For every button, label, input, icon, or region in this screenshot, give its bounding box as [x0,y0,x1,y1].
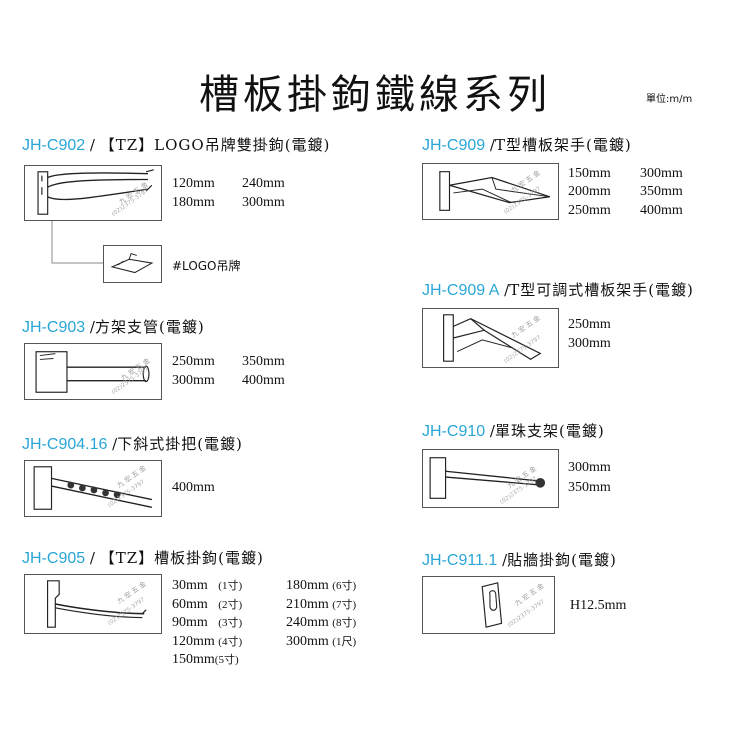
size-value: 210mm (7寸) [286,597,357,612]
product-code: JH-C904.16 [22,436,108,453]
product-name: 貼牆掛鉤(電鍍) [507,551,617,569]
separator: / [485,422,495,440]
product-image-c905: 九 宏 五 金 (02)2375-3797 [24,574,162,634]
size-value: 200mm [568,184,611,199]
single-ball-bracket-drawing: 九 宏 五 金 (02)2375-3797 [429,457,546,506]
product-name: T型槽板架手(電鍍) [494,136,632,154]
size-value: 240mm (8寸) [286,615,357,630]
single-hook-drawing: 九 宏 五 金 (02)2375-3797 [46,579,148,628]
product-code: JH-C905 [22,550,86,567]
product-name: 【TZ】槽板掛鉤(電鍍) [99,549,264,567]
product-code: JH-C909 [422,137,486,154]
watermark-phone: (02)2375-3797 [503,186,542,216]
size-value: 300mm (1尺) [286,634,357,649]
logo-tag-drawing [110,252,154,274]
size-value: 150mm [568,166,611,181]
product-title-c909a: JH-C909 A /T型可調式槽板架手(電鍍) [422,279,694,300]
size-value: 120mm [172,176,215,191]
product-name: 【TZ】LOGO吊牌雙掛鉤(電鍍) [99,136,331,154]
product-title-c909: JH-C909 /T型槽板架手(電鍍) [422,134,632,155]
product-name: T型可調式槽板架手(電鍍) [509,281,694,299]
size-value: 350mm [568,480,611,495]
size-value: 300mm [242,195,285,210]
double-hook-drawing: 九 宏 五 金 (02)2375-3797 [37,169,154,218]
watermark-phone: (02)2375-3797 [507,599,546,629]
logo-tag-image [103,245,162,283]
wall-hook-drawing: 九 宏 五 金 (02)2375-3797 [481,581,546,629]
product-code: JH-C910 [422,423,486,440]
product-name: 方架支管(電鍍) [94,318,205,336]
size-value: 120mm (4寸) [172,634,243,649]
product-title-c903: JH-C903 /方架支管(電鍍) [22,316,205,337]
separator: / [85,549,100,567]
size-value: 300mm [568,460,611,475]
separator: / [107,435,118,453]
page-title: 槽板掛鉤鐵線系列 [199,72,551,118]
product-title-c904: JH-C904.16 /下斜式掛把(電鍍) [22,433,243,454]
product-name: 單珠支架(電鍍) [494,422,605,440]
product-title-c905: JH-C905 / 【TZ】槽板掛鉤(電鍍) [22,547,264,568]
product-image-c903: 九 宏 五 金 (02)2375-3797 [24,343,162,400]
product-title-c910: JH-C910 /單珠支架(電鍍) [422,420,605,441]
product-code: JH-C902 [22,137,86,154]
separator: / [85,136,100,154]
size-value: 300mm [172,373,215,388]
size-value: 300mm [568,336,611,351]
product-code: JH-C909 A [422,282,500,299]
logo-tag-label: #LOGO吊牌 [172,259,241,273]
separator: / [85,318,95,336]
separator: / [497,551,508,569]
connector-line [51,221,103,264]
size-value: 300mm [640,166,683,181]
square-tube-drawing: 九 宏 五 金 (02)2375-3797 [35,351,152,396]
product-image-c910: 九 宏 五 金 (02)2375-3797 [422,449,559,508]
slanted-bar-drawing: 九 宏 五 金 (02)2375-3797 [33,463,152,510]
size-value: 250mm [172,354,215,369]
product-image-c909a: 九 宏 五 金 (02)2375-3797 [422,308,559,368]
separator: / [485,136,495,154]
size-value: 250mm [568,203,611,218]
product-image-c911: 九 宏 五 金 (02)2375-3797 [422,576,555,634]
product-code: JH-C903 [22,319,86,336]
product-name: 下斜式掛把(電鍍) [117,435,243,453]
product-image-c909: 九 宏 五 金 (02)2375-3797 [422,163,559,220]
size-value: 180mm (6寸) [286,578,357,593]
watermark-phone: (02)2375-3797 [503,335,542,365]
product-title-c902: JH-C902 / 【TZ】LOGO吊牌雙掛鉤(電鍍) [22,134,330,155]
size-value: 180mm [172,195,215,210]
size-value: 400mm [640,203,683,218]
size-value: 90mm (3寸) [172,615,243,630]
size-value: 150mm(5寸) [172,652,239,667]
size-value: 60mm (2寸) [172,597,243,612]
product-code: JH-C911.1 [422,552,498,569]
size-value: 240mm [242,176,285,191]
product-title-c911: JH-C911.1 /貼牆掛鉤(電鍍) [422,549,617,570]
size-value: 400mm [172,480,215,495]
size-value: 250mm [568,317,611,332]
size-value: H12.5mm [570,598,627,613]
size-value: 30mm (1寸) [172,578,243,593]
size-value: 350mm [640,184,683,199]
product-image-c902: 九 宏 五 金 (02)2375-3797 [24,165,162,221]
size-value: 400mm [242,373,285,388]
size-value: 350mm [242,354,285,369]
product-image-c904: 九 宏 五 金 (02)2375-3797 [24,460,162,517]
separator: / [499,281,510,299]
t-bracket-drawing: 九 宏 五 金 (02)2375-3797 [439,168,551,216]
adjustable-bracket-drawing: 九 宏 五 金 (02)2375-3797 [443,313,543,365]
unit-label: 單位:m/m [646,94,693,105]
